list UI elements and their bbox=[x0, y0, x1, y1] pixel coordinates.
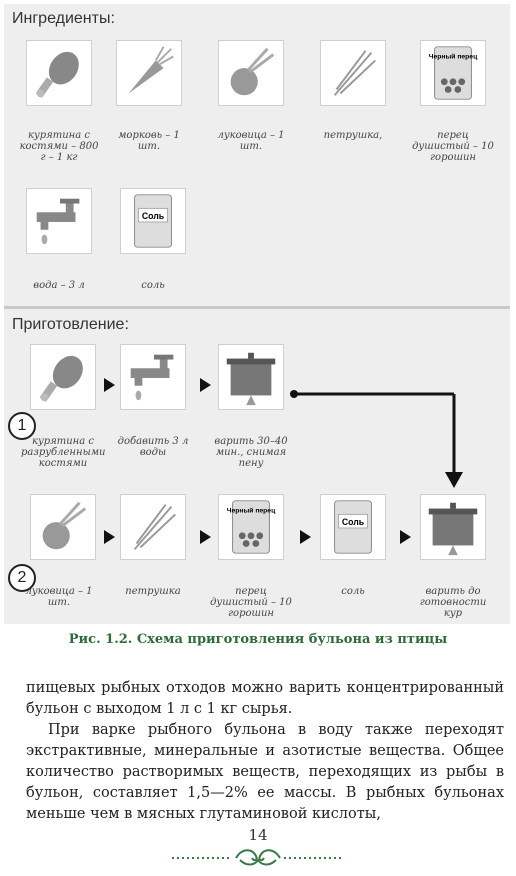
step2-salt-tile: Соль bbox=[320, 494, 386, 560]
pepper-pack-icon: Черный перец bbox=[429, 46, 478, 100]
flow-arrow bbox=[200, 378, 211, 392]
water-tap-icon bbox=[36, 198, 80, 245]
ingredient-salt-tile: Соль bbox=[120, 188, 186, 254]
ingredient-caption: соль bbox=[141, 280, 165, 291]
ingredient-caption: курятина с костями – 800 г – 1 кг bbox=[19, 130, 99, 163]
step-number-2: 2 bbox=[8, 564, 36, 592]
carrot-icon bbox=[128, 46, 174, 94]
ingredients-title: Ингредиенты: bbox=[12, 10, 115, 27]
ingredient-caption: вода – 3 л bbox=[33, 280, 85, 291]
step2-caption: соль bbox=[341, 586, 365, 597]
parsley-icon bbox=[133, 504, 176, 550]
ingredient-caption: луковица – 1 шт. bbox=[217, 130, 285, 152]
salt-box-icon: Соль bbox=[134, 194, 172, 248]
ingredient-pepper-tile: Черный перец bbox=[420, 40, 486, 106]
section-divider bbox=[4, 306, 510, 309]
step1-pot-tile bbox=[218, 344, 284, 410]
step2-caption: варить до готовности кур bbox=[419, 586, 487, 619]
flow-arrow bbox=[400, 530, 411, 544]
ingredient-parsley-tile bbox=[320, 40, 386, 106]
ingredient-carrot-tile bbox=[116, 40, 182, 106]
recipe-figure: Ингредиенты: Черный перец курятина с кос… bbox=[4, 4, 510, 624]
step1-caption: варить 30–40 мин., снимая пену bbox=[214, 436, 288, 469]
step1-caption: курятина с разрубленными костями bbox=[21, 436, 106, 469]
flow-arrow bbox=[104, 378, 115, 392]
flow-arrow bbox=[200, 530, 211, 544]
ingredient-caption: петрушка, bbox=[323, 130, 383, 141]
pepper-pack-label: Черный перец bbox=[429, 52, 478, 60]
step2-pepper-tile: Черный перец bbox=[218, 494, 284, 560]
salt-pack-label: Соль bbox=[142, 211, 164, 221]
ingredient-onion-tile bbox=[218, 40, 284, 106]
pepper-pack-icon: Черный перец bbox=[227, 500, 276, 554]
step2-caption: луковица – 1 шт. bbox=[25, 586, 93, 608]
flow-arrow bbox=[104, 530, 115, 544]
chicken-leg-icon bbox=[39, 355, 83, 402]
parsley-icon bbox=[333, 50, 376, 96]
paragraph-2: При варке рыбного бульона в воду также п… bbox=[26, 722, 504, 822]
step2-onion-tile bbox=[30, 494, 96, 560]
preparation-title: Приготовление: bbox=[12, 316, 129, 333]
chicken-leg-icon bbox=[35, 51, 79, 98]
ornament-icon bbox=[172, 849, 344, 866]
step2-caption: перец душистый – 10 горошин bbox=[210, 586, 292, 619]
ingredient-caption: морковь – 1 шт. bbox=[118, 130, 180, 152]
step1-caption: добавить 3 л воды bbox=[117, 436, 189, 458]
flow-arrow bbox=[300, 530, 311, 544]
ingredient-chicken-tile bbox=[26, 40, 92, 106]
ingredient-water-tile bbox=[26, 188, 92, 254]
step-number-1: 1 bbox=[8, 412, 36, 440]
water-tap-icon bbox=[130, 354, 174, 401]
boiling-pot-icon bbox=[428, 502, 478, 556]
salt-pack-label: Соль bbox=[342, 517, 364, 527]
ingredient-caption: перец душистый – 10 горошин bbox=[412, 130, 494, 163]
figure-caption: Рис. 1.2. Схема приготовления бульона из… bbox=[68, 632, 448, 647]
step1-chicken-tile bbox=[30, 344, 96, 410]
onion-icon bbox=[230, 47, 275, 96]
paragraph-1: пищевых рыбных отходов можно варить конц… bbox=[26, 680, 504, 717]
step2-pot-tile bbox=[420, 494, 486, 560]
flow-connector bbox=[290, 390, 463, 488]
step2-caption: петрушка bbox=[125, 586, 181, 597]
salt-box-icon: Соль bbox=[334, 500, 372, 554]
boiling-pot-icon bbox=[226, 352, 276, 406]
page-number: 14 bbox=[248, 826, 268, 844]
step1-water-tile bbox=[120, 344, 186, 410]
step2-parsley-tile bbox=[120, 494, 186, 560]
pepper-pack-label: Черный перец bbox=[227, 506, 276, 514]
onion-icon bbox=[42, 501, 87, 550]
